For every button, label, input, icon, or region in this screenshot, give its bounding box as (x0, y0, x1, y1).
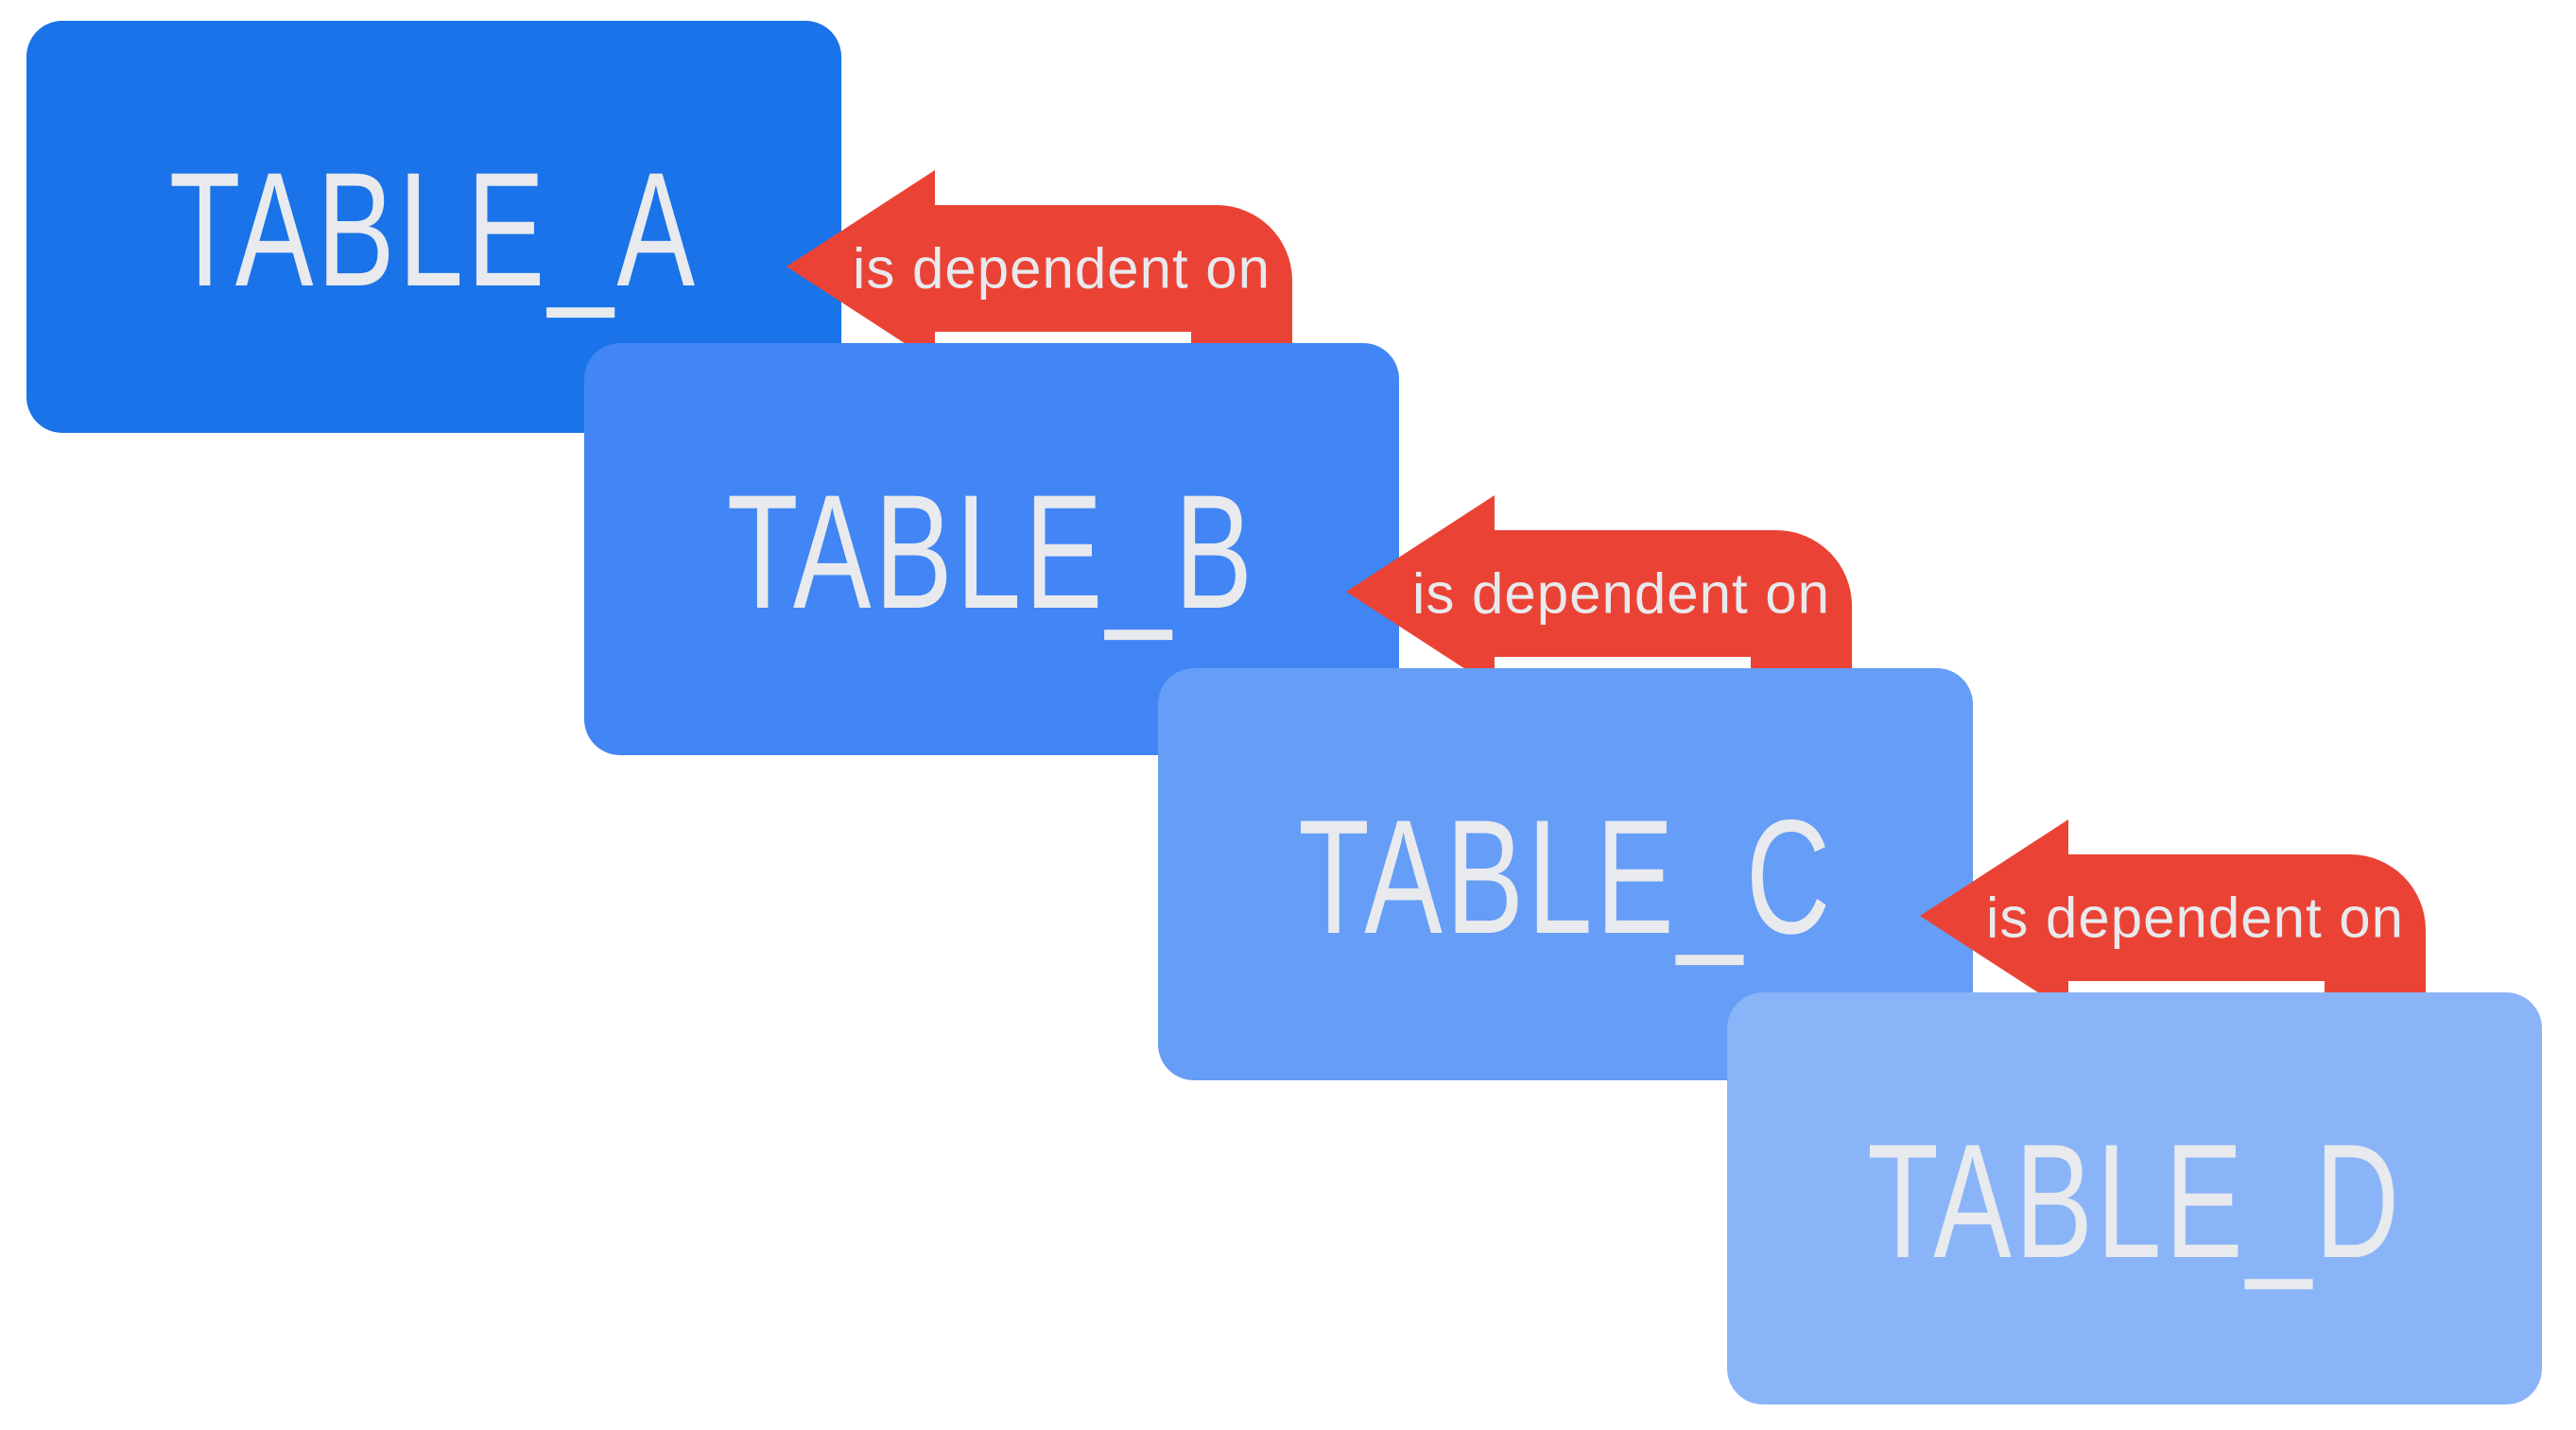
table-label: TABLE_C (1297, 786, 1834, 968)
dependency-arrow-label: is dependent on (1986, 887, 2404, 950)
dependency-arrow-label: is dependent on (1412, 562, 1830, 626)
table-box-a: TABLE_A (26, 21, 841, 433)
table-label: TABLE_B (727, 461, 1256, 643)
dependency-arrow-2: is dependent on (1346, 495, 1852, 698)
table-label: TABLE_D (1866, 1111, 2403, 1292)
arrow-shape (787, 170, 1292, 373)
table-box-d: TABLE_D (1727, 992, 2542, 1404)
dependency-arrow-label: is dependent on (853, 237, 1271, 301)
arrow-shape (1920, 819, 2426, 1023)
table-label: TABLE_A (169, 139, 699, 320)
dependency-arrow-3: is dependent on (1920, 819, 2426, 1023)
dependency-arrow-1: is dependent on (787, 170, 1292, 373)
arrow-shape (1346, 495, 1852, 698)
